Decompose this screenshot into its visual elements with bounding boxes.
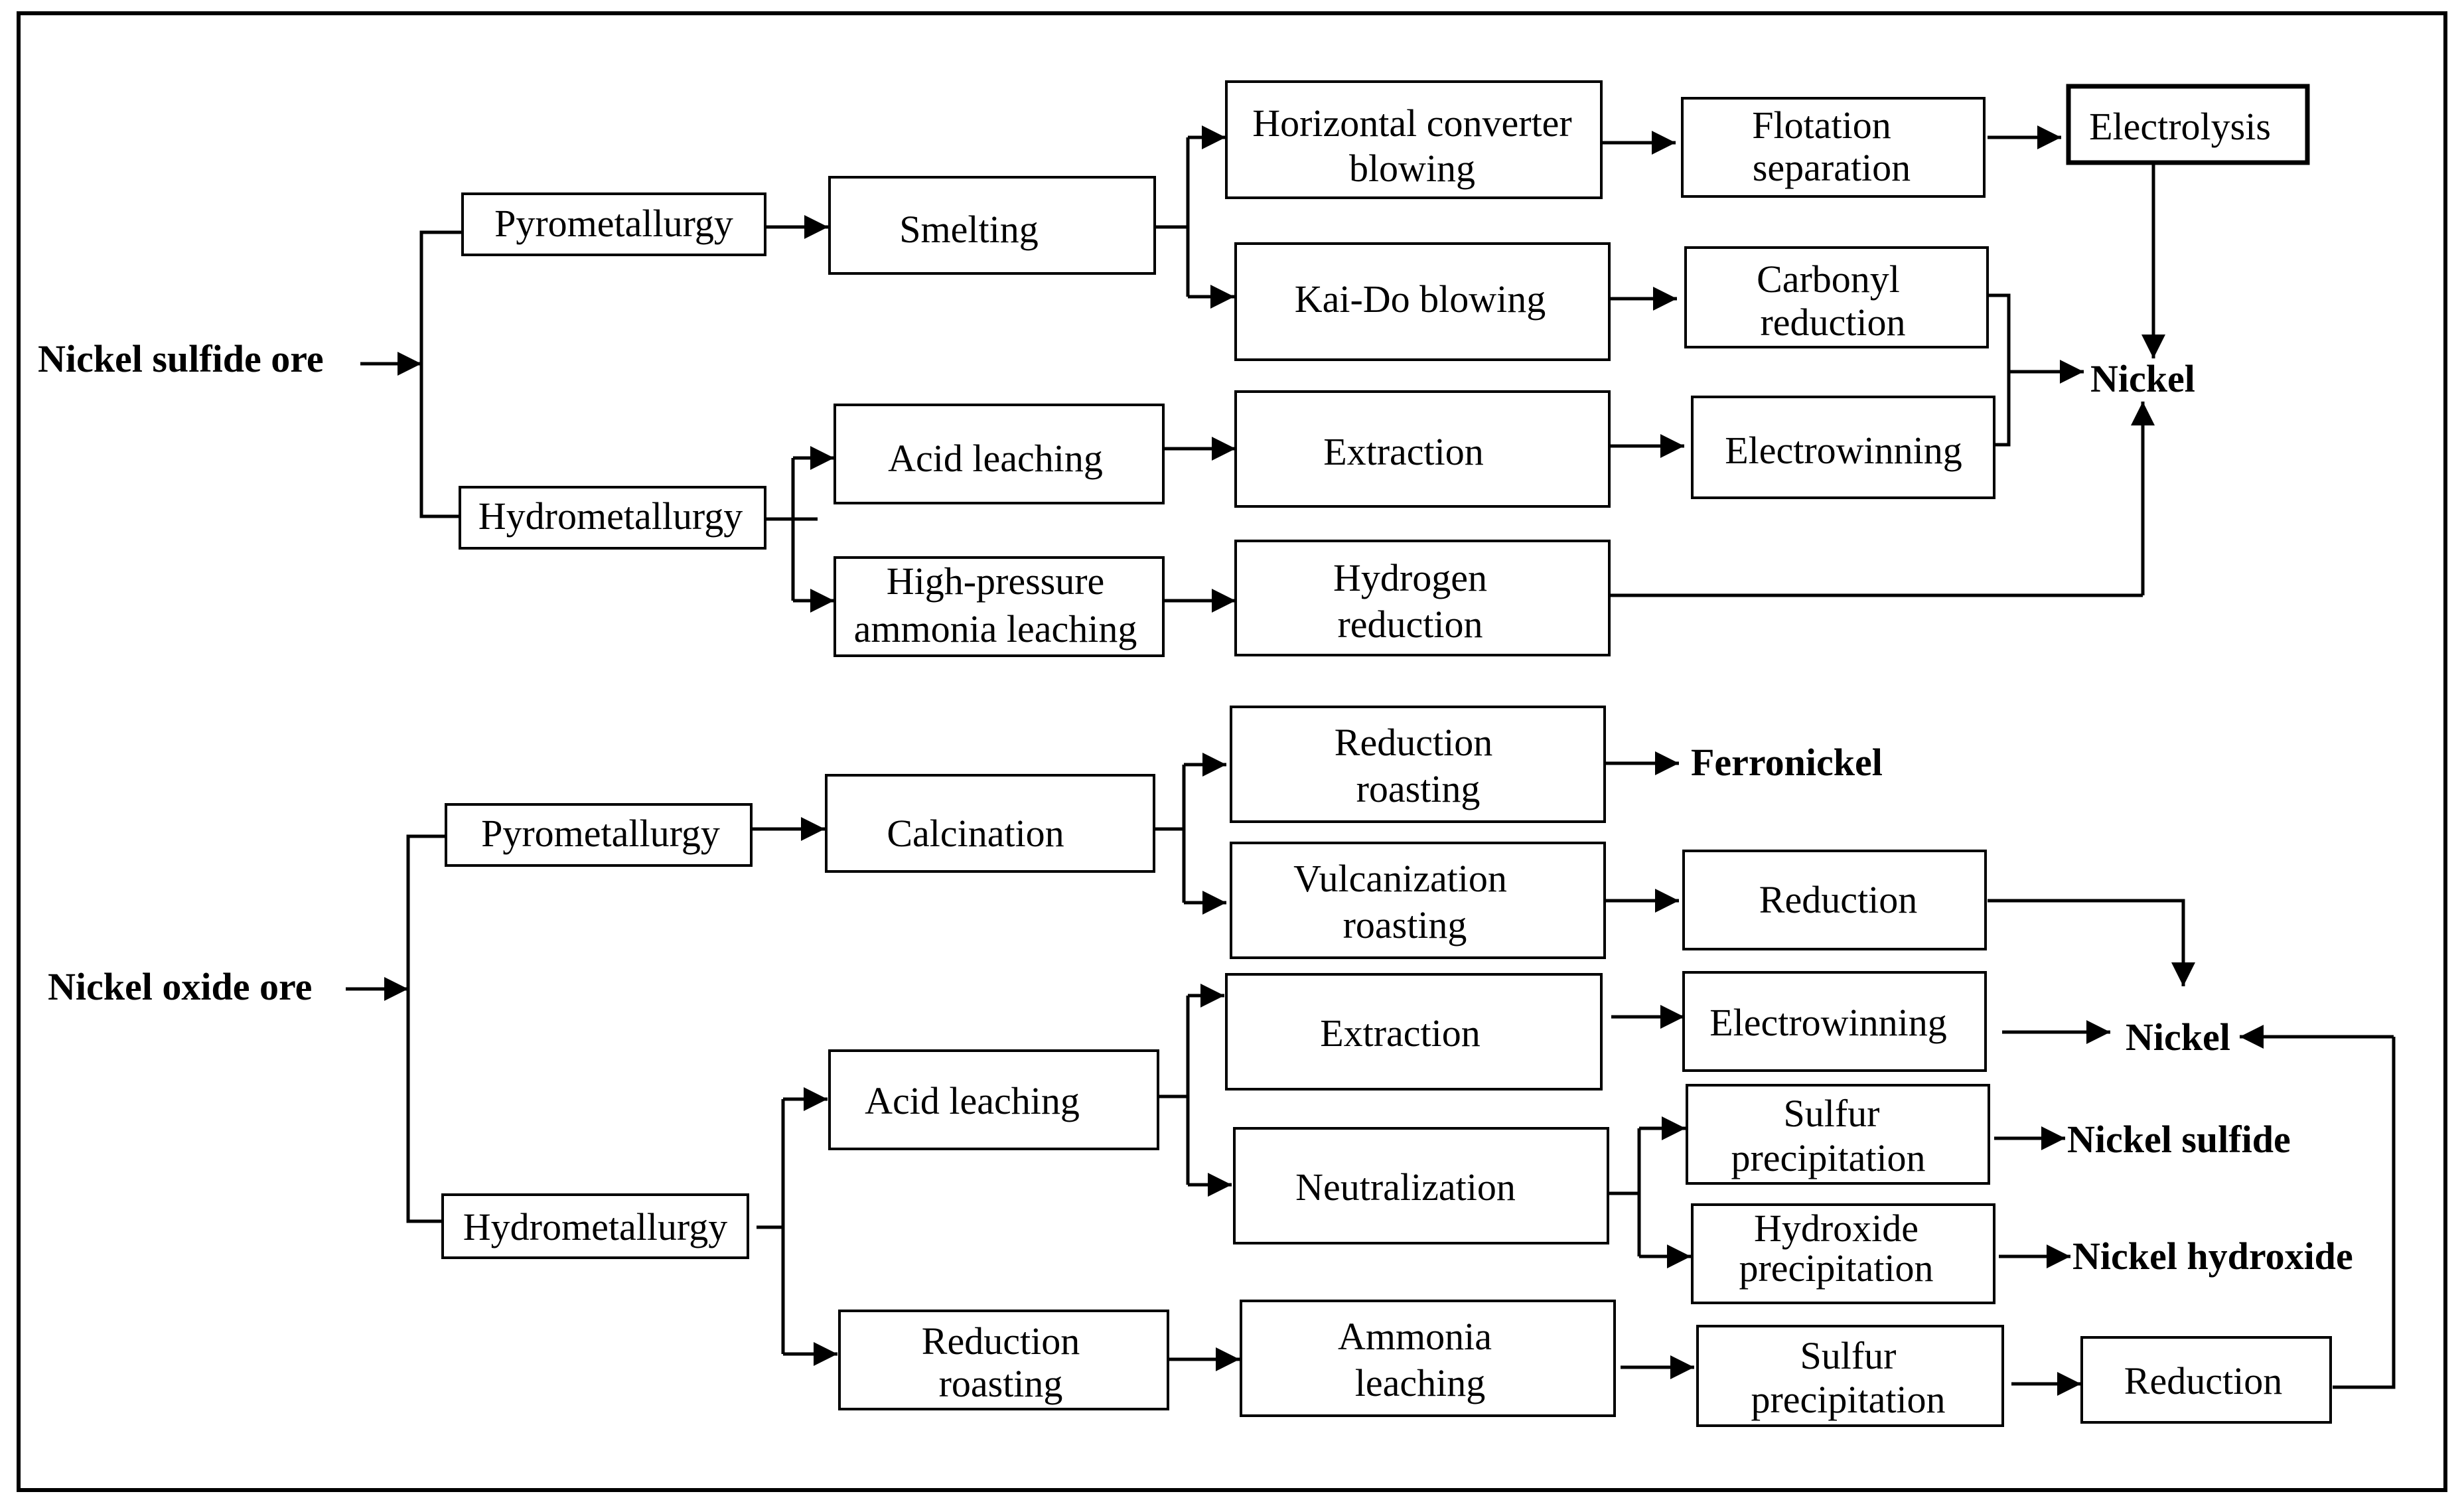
- node-high-pressure-ammonia-leaching: High-pressure ammonia leaching: [833, 556, 1165, 657]
- svg-text:Reduction: Reduction: [1759, 878, 1917, 921]
- svg-text:Hydroxide: Hydroxide: [1754, 1207, 1919, 1250]
- svg-text:Hydrogen: Hydrogen: [1333, 556, 1487, 599]
- node-sulfide-electrowinning: Electrowinning: [1691, 396, 1995, 499]
- node-sulfur-precipitation: Sulfur precipitation: [1686, 1084, 1990, 1185]
- sulfide-nickel-output: Nickel: [2090, 357, 2195, 400]
- node-oxide-electrowinning: Electrowinning: [1682, 971, 1987, 1072]
- svg-text:Pyrometallurgy: Pyrometallurgy: [494, 202, 733, 245]
- node-hydroxide-precipitation: Hydroxide precipitation: [1691, 1203, 1995, 1304]
- svg-text:Acid leaching: Acid leaching: [865, 1079, 1080, 1122]
- node-oxide-pyrometallurgy: Pyrometallurgy: [445, 803, 753, 867]
- node-neutralization: Neutralization: [1233, 1127, 1609, 1244]
- node-oxide-reduction-roasting: Reduction roasting: [1230, 706, 1606, 823]
- svg-text:reduction: reduction: [1760, 301, 1905, 344]
- ferronickel-output: Ferronickel: [1691, 741, 1883, 784]
- nickel-sulfide-output: Nickel sulfide: [2067, 1118, 2291, 1161]
- svg-text:Ammonia: Ammonia: [1338, 1315, 1492, 1358]
- svg-text:ammonia leaching: ammonia leaching: [854, 607, 1137, 650]
- svg-text:Sulfur: Sulfur: [1784, 1092, 1880, 1135]
- connectors: [346, 125, 2396, 1396]
- node-hydrogen-reduction: Hydrogen reduction: [1234, 540, 1611, 656]
- svg-text:Reduction: Reduction: [922, 1319, 1080, 1363]
- nickel-oxide-ore-label: Nickel oxide ore: [48, 965, 312, 1008]
- node-sulfide-acid-leaching: Acid leaching: [833, 404, 1165, 504]
- svg-text:reduction: reduction: [1337, 603, 1483, 646]
- svg-text:Smelting: Smelting: [899, 208, 1038, 251]
- svg-text:Acid leaching: Acid leaching: [888, 437, 1103, 480]
- node-horizontal-converter-blowing: Horizontal converter blowing: [1225, 80, 1603, 199]
- node-flotation-separation: Flotation separation: [1681, 97, 1986, 198]
- svg-text:Hydrometallurgy: Hydrometallurgy: [478, 494, 743, 538]
- svg-text:precipitation: precipitation: [1731, 1136, 1925, 1179]
- node-sulfur-precipitation-2: Sulfur precipitation: [1696, 1325, 2004, 1427]
- svg-text:Pyrometallurgy: Pyrometallurgy: [481, 812, 720, 855]
- svg-text:blowing: blowing: [1349, 147, 1475, 190]
- node-sulfide-pyrometallurgy: Pyrometallurgy: [461, 192, 766, 256]
- svg-text:roasting: roasting: [939, 1362, 1063, 1405]
- oxide-nickel-output: Nickel: [2126, 1015, 2230, 1059]
- svg-text:precipitation: precipitation: [1751, 1378, 1945, 1421]
- node-carbonyl-reduction: Carbonyl reduction: [1684, 246, 1989, 348]
- node-oxide-hydrometallurgy: Hydrometallurgy: [441, 1193, 749, 1259]
- node-sulfide-hydrometallurgy: Hydrometallurgy: [459, 486, 766, 550]
- svg-text:Flotation: Flotation: [1752, 104, 1891, 147]
- outer-frame: [17, 11, 2447, 1492]
- svg-text:Reduction: Reduction: [1335, 721, 1492, 764]
- svg-text:Vulcanization: Vulcanization: [1293, 857, 1507, 900]
- svg-text:roasting: roasting: [1343, 903, 1467, 946]
- svg-text:Extraction: Extraction: [1320, 1012, 1481, 1055]
- svg-text:High-pressure: High-pressure: [887, 560, 1105, 603]
- svg-text:Electrowinning: Electrowinning: [1709, 1001, 1947, 1044]
- svg-text:roasting: roasting: [1356, 767, 1481, 810]
- node-vulcanization-roasting: Vulcanization roasting: [1230, 842, 1606, 959]
- nickel-hydroxide-output: Nickel hydroxide: [2072, 1235, 2353, 1278]
- svg-text:Electrolysis: Electrolysis: [2089, 105, 2271, 148]
- svg-text:Neutralization: Neutralization: [1295, 1166, 1516, 1209]
- svg-text:Hydrometallurgy: Hydrometallurgy: [463, 1205, 727, 1248]
- node-electrolysis: Electrolysis: [2066, 84, 2310, 165]
- node-sulfide-extraction: Extraction: [1234, 390, 1611, 508]
- node-calcination: Calcination: [825, 774, 1155, 873]
- node-oxide-reduction: Reduction: [1682, 850, 1987, 950]
- node-oxide-acid-leaching: Acid leaching: [828, 1049, 1159, 1150]
- svg-text:Kai-Do blowing: Kai-Do blowing: [1295, 277, 1546, 321]
- node-oxide-reduction-roasting-2: Reduction roasting: [838, 1310, 1169, 1410]
- svg-text:separation: separation: [1753, 146, 1911, 189]
- node-oxide-extraction: Extraction: [1225, 973, 1603, 1090]
- node-ammonia-leaching: Ammonia leaching: [1240, 1300, 1616, 1417]
- svg-text:Horizontal converter: Horizontal converter: [1252, 102, 1572, 145]
- nickel-sulfide-ore-label: Nickel sulfide ore: [38, 337, 324, 380]
- node-kaido-blowing: Kai-Do blowing: [1234, 242, 1611, 361]
- svg-text:Sulfur: Sulfur: [1800, 1334, 1897, 1377]
- svg-text:Reduction: Reduction: [2124, 1359, 2282, 1402]
- svg-text:Calcination: Calcination: [887, 812, 1064, 855]
- svg-text:precipitation: precipitation: [1739, 1246, 1933, 1290]
- node-smelting: Smelting: [828, 176, 1156, 275]
- svg-text:Extraction: Extraction: [1323, 430, 1484, 473]
- node-final-reduction: Reduction: [2080, 1336, 2332, 1424]
- svg-text:leaching: leaching: [1355, 1361, 1485, 1404]
- svg-text:Electrowinning: Electrowinning: [1725, 429, 1962, 472]
- svg-text:Carbonyl: Carbonyl: [1757, 258, 1900, 301]
